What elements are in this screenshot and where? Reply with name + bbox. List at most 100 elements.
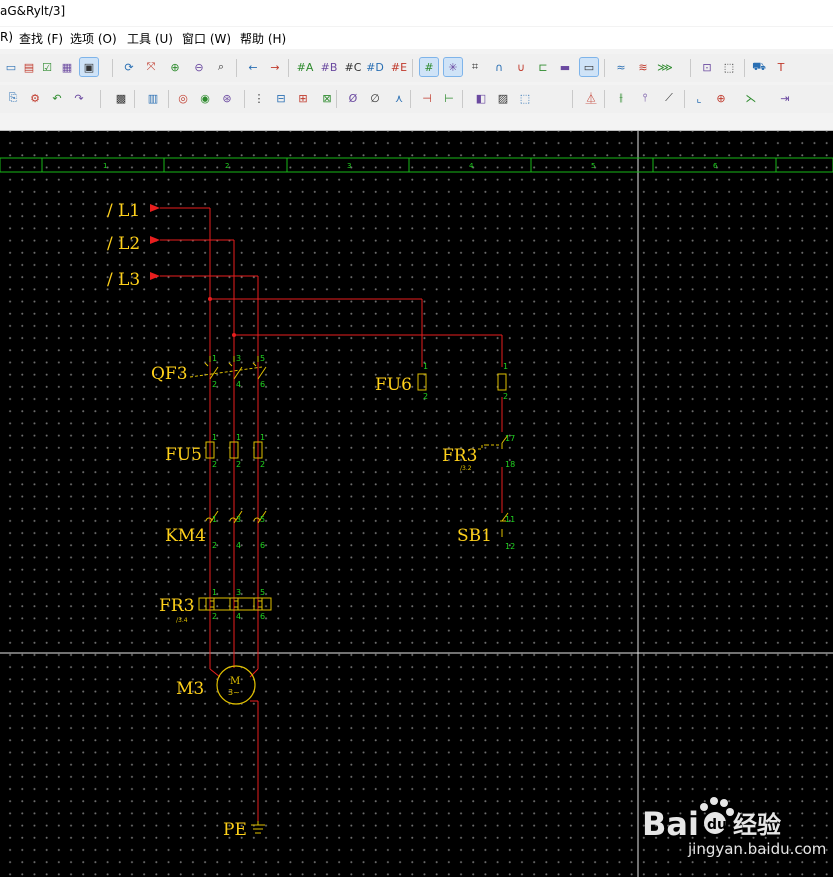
device-tag-qf3[interactable]: QF3 (151, 364, 188, 384)
watermark-url: jingyan.baidu.com (687, 840, 826, 858)
interrupt-icon[interactable]: ⇥ (780, 91, 790, 105)
grid-d-icon[interactable]: #D (366, 60, 384, 74)
device-tag-km4[interactable]: KM4 (165, 526, 206, 546)
grid-b-icon[interactable]: #B (320, 60, 338, 74)
menu-edit[interactable]: R) (0, 30, 14, 44)
device-tag-fu5[interactable]: FU5 (165, 445, 202, 465)
pin-number: 5 (260, 515, 265, 524)
device-edit-icon[interactable]: ◉ (200, 91, 210, 105)
pin-icon[interactable]: ⊡ (702, 60, 712, 74)
fill-icon[interactable]: ◧ (475, 91, 487, 105)
device-icon[interactable]: ◎ (178, 91, 188, 105)
toolbar-separator (168, 90, 169, 108)
pin-number: 2 (212, 541, 217, 550)
wire-icon[interactable]: ≈ (616, 60, 626, 74)
page-icon[interactable]: ▭ (5, 60, 17, 74)
device-tag-fr3[interactable]: FR3 (159, 596, 194, 616)
refresh-icon[interactable]: ⟳ (124, 60, 134, 74)
plc-icon[interactable]: ⊣ (422, 91, 432, 105)
title-bar: aG&Rylt/3] (0, 0, 833, 26)
grid-c-icon[interactable]: #C (344, 60, 362, 74)
cross-ref-fr3-main: /3.4 (176, 617, 188, 624)
component-list-icon[interactable]: ▥ (147, 91, 159, 105)
motor-phase-text: 3~ (228, 688, 240, 697)
pin-number: 3 (236, 588, 241, 597)
toolbar-separator (744, 59, 745, 77)
device-tag-m3[interactable]: M3 (176, 679, 204, 699)
grid-snap-icon[interactable]: ✳ (443, 57, 463, 77)
hatch-icon[interactable]: ▨ (497, 91, 509, 105)
terminal-icon[interactable]: ⊟ (276, 91, 286, 105)
menu-help[interactable]: 帮助 (H) (240, 32, 287, 46)
signal-icon[interactable]: ⋏ (394, 91, 404, 105)
menu-window[interactable]: 窗口 (W) (182, 32, 232, 46)
new-doc-icon[interactable]: ⎘ (8, 91, 18, 104)
page-list-icon[interactable]: ▤ (23, 60, 35, 74)
cart-icon[interactable]: ⛟ (752, 59, 766, 73)
connect-icon[interactable]: ⊏ (538, 60, 548, 74)
cross-icon[interactable]: ⫯ (642, 91, 648, 104)
menu-tools[interactable]: 工具 (U) (127, 32, 173, 46)
junction-icon[interactable]: ⋋ (745, 91, 757, 105)
doc-settings-icon[interactable]: ⚙ (30, 91, 40, 105)
cable-icon[interactable]: Ø (348, 91, 358, 105)
symbol-icon[interactable]: ⏅ (585, 92, 597, 105)
pe-earth-symbol (251, 821, 265, 834)
device-tag-fu6[interactable]: FU6 (375, 375, 412, 395)
pin-number: 1 (212, 354, 217, 363)
fr3-symbol (198, 597, 272, 611)
pin-number: 3 (236, 354, 241, 363)
device-tag-fr3-control[interactable]: FR3 (442, 446, 477, 466)
component-icon[interactable]: ▩ (115, 91, 127, 105)
doc-forward-icon[interactable]: ↷ (74, 91, 84, 105)
arrow-l3 (150, 272, 160, 280)
pin-number: 2 (503, 392, 508, 401)
menu-options[interactable]: 选项 (O) (70, 32, 117, 46)
zoom-100-icon[interactable]: ⌕ (217, 60, 225, 73)
menu-find[interactable]: 查找 (F) (19, 32, 64, 46)
grid-icon[interactable]: # (419, 57, 439, 77)
pin-number: 1 (212, 515, 217, 524)
terminal-link-icon[interactable]: ⊠ (322, 91, 332, 105)
break-icon[interactable]: ⫲ (619, 91, 623, 104)
select-icon[interactable]: ⬚ (723, 60, 735, 74)
magnet-icon[interactable]: ∩ (494, 60, 504, 74)
device-tag-pe[interactable]: PE (223, 820, 247, 840)
arrow-right-icon[interactable]: → (270, 60, 280, 74)
doc-back-icon[interactable]: ↶ (52, 91, 62, 105)
pin-number: 1 (236, 433, 241, 442)
window-icon[interactable]: ▣ (79, 57, 99, 77)
pin-number: 4 (236, 541, 241, 550)
terminal-strip-icon[interactable]: ⋮ (253, 91, 265, 105)
terminal-edit-icon[interactable]: ⊞ (298, 91, 308, 105)
toolbar-separator (244, 90, 245, 108)
hash-icon[interactable]: ⌗ (471, 60, 479, 73)
magnet-snap-icon[interactable]: ∪ (516, 60, 526, 74)
table-icon[interactable]: ▦ (61, 60, 73, 74)
plc-edit-icon[interactable]: ⊢ (444, 91, 454, 105)
macro-icon[interactable]: ⬚ (519, 91, 531, 105)
zoom-in-icon[interactable]: ⊕ (170, 60, 180, 74)
grid-e-icon[interactable]: #E (390, 60, 408, 74)
grid-a-icon[interactable]: #A (296, 60, 314, 74)
text-icon[interactable]: T (777, 60, 785, 74)
ruler-icon[interactable]: ▭ (579, 57, 599, 77)
line-label-l3: / L3 (107, 270, 140, 290)
diag-icon[interactable]: ⟋ (665, 91, 673, 104)
baidu-watermark: Bai du 经验 jingyan.baidu.com (642, 797, 826, 858)
image-icon[interactable]: ▬ (559, 60, 571, 74)
toolbar-separator (690, 59, 691, 77)
drawing-canvas[interactable]: 1 2 3 4 5 6 / L1 / L2 / L3 QF3 FU5 KM4 F… (0, 131, 833, 877)
tee-icon[interactable]: ⊕ (716, 91, 726, 105)
check-page-icon[interactable]: ☑ (42, 60, 52, 74)
device-tag-sb1[interactable]: SB1 (457, 526, 492, 546)
zoom-fit-icon[interactable]: ⤧ (146, 60, 156, 73)
bus-icon[interactable]: ⋙ (657, 60, 673, 74)
cable-edit-icon[interactable]: ∅ (370, 91, 380, 105)
corner-icon[interactable]: ⌞ (696, 91, 702, 105)
wire-multi-icon[interactable]: ≋ (638, 60, 648, 74)
zoom-out-icon[interactable]: ⊖ (194, 60, 204, 74)
sb1-symbol (500, 512, 509, 537)
arrow-left-icon[interactable]: ← (248, 60, 258, 74)
device-link-icon[interactable]: ⊛ (222, 91, 232, 105)
